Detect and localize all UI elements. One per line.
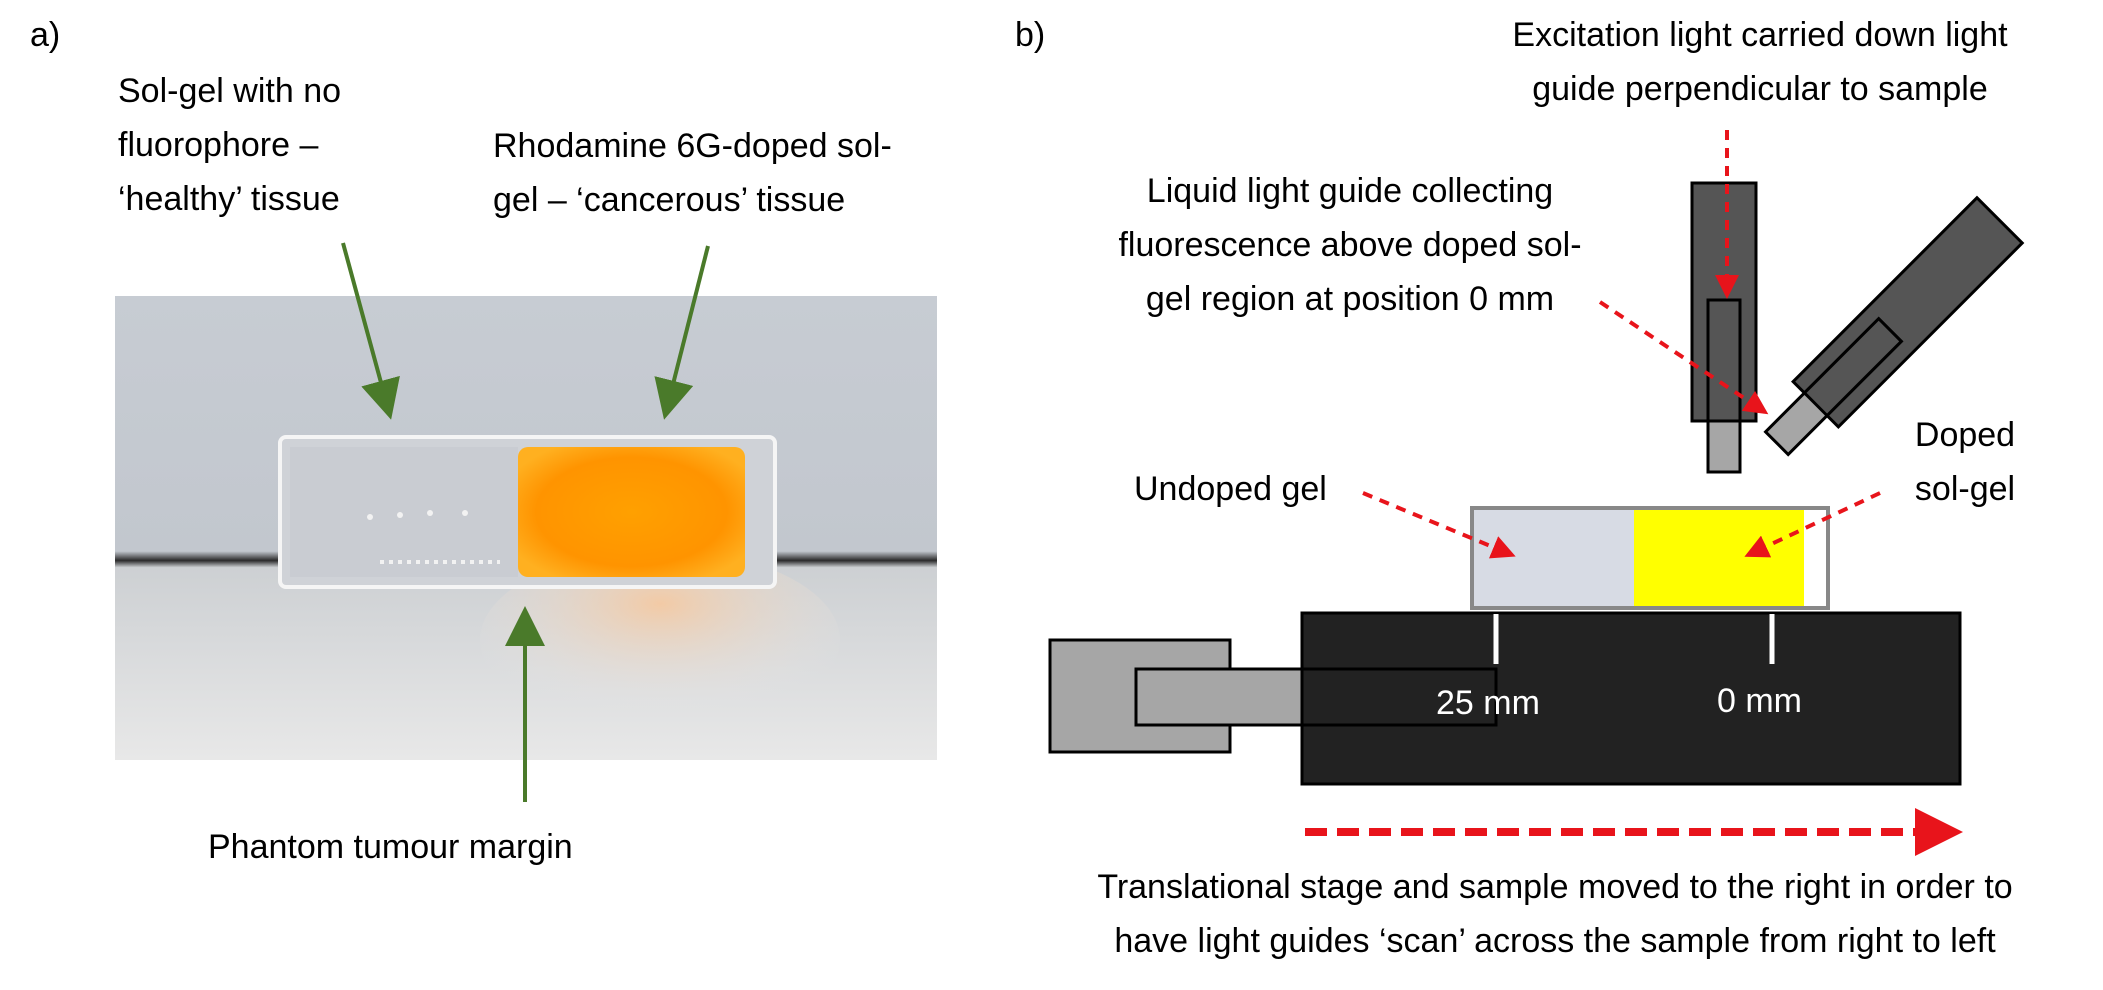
mark-0mm: 0 mm xyxy=(1717,682,1802,720)
light-guides xyxy=(1690,181,2025,474)
label-undoped-gel: Undoped gel xyxy=(1134,470,1327,508)
label-excitation: Excitation light carried down light guid… xyxy=(1512,16,2008,108)
arrow-collecting xyxy=(1598,300,1769,415)
doped-sol-gel xyxy=(518,447,745,577)
label-doped-sol-gel: Doped sol-gel xyxy=(1914,416,2016,508)
sample-cuvette-diagram xyxy=(1470,506,1830,610)
undoped-sol-gel xyxy=(290,447,518,577)
red-annotation-arrows xyxy=(1305,130,1963,856)
collection-guide xyxy=(1763,195,2025,457)
label-translational-stage: Translational stage and sample moved to … xyxy=(1097,868,2013,960)
arrow-cancerous xyxy=(654,245,710,420)
doped-gel-region xyxy=(1634,510,1804,606)
arrow-healthy xyxy=(341,242,400,420)
arrow-undoped xyxy=(1362,491,1516,559)
stage-rod-outline xyxy=(1134,667,1498,727)
phantom-photo xyxy=(115,296,937,760)
label-tumour-margin: Phantom tumour margin xyxy=(208,828,573,866)
excitation-guide-inner xyxy=(1706,298,1742,423)
label-healthy-tissue: Sol-gel with no fluorophore – ‘healthy’ … xyxy=(118,72,342,218)
stage-assembly xyxy=(1048,611,1962,786)
panel-b-letter: b) xyxy=(1015,16,1046,54)
green-annotation-arrows xyxy=(341,242,710,802)
label-collecting-guide: Liquid light guide collecting fluorescen… xyxy=(1118,172,1582,318)
translational-stage xyxy=(1300,611,1962,786)
panel-a-letter: a) xyxy=(30,16,61,54)
undoped-gel-region xyxy=(1474,510,1634,606)
arrow-doped xyxy=(1744,491,1881,558)
label-cancerous-tissue: Rhodamine 6G-doped sol- gel – ‘cancerous… xyxy=(493,127,892,219)
mark-25mm: 25 mm xyxy=(1436,684,1540,722)
